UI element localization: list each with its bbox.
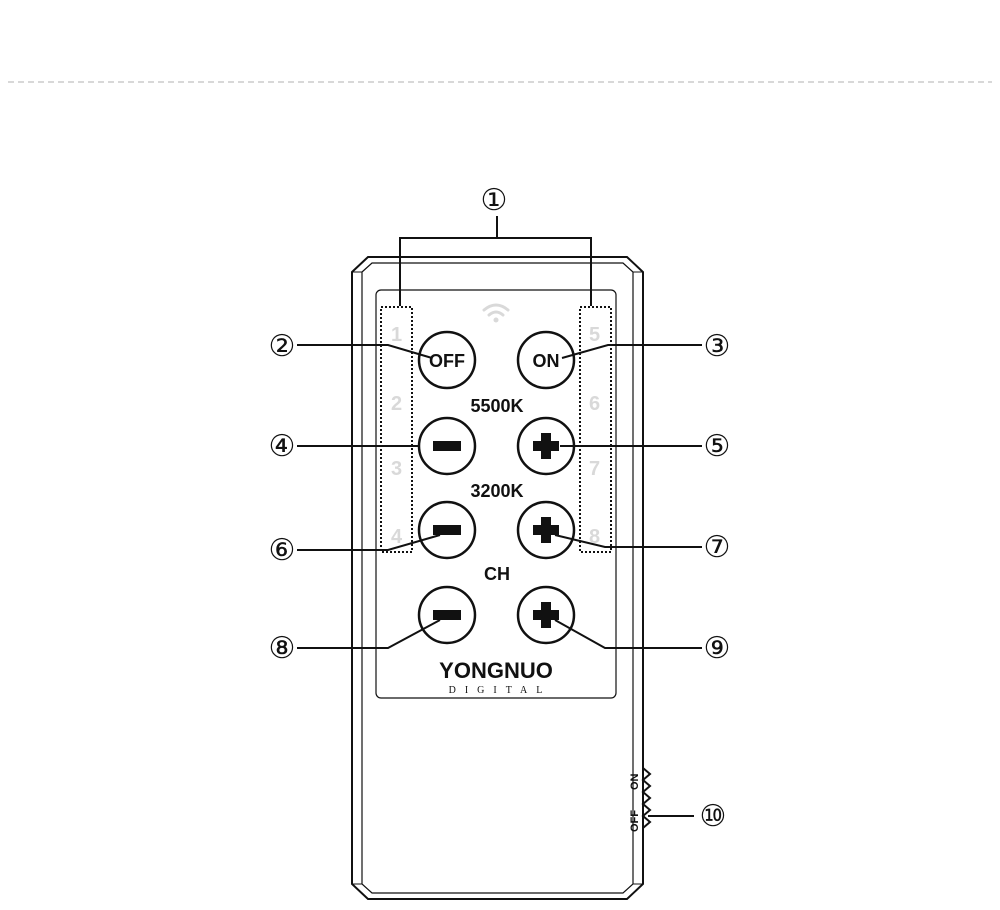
group-number-5: 5 [589,324,600,346]
callout-8: ⑧ [269,619,441,666]
brand-name: YONGNUO [439,658,553,683]
callout-number-5: ⑤ [704,429,731,464]
off-button[interactable]: OFF [417,330,477,390]
group-number-2: 2 [391,393,402,415]
callout-1: ① [399,183,592,306]
callout-number-8: ⑧ [269,631,296,666]
callout-number-3: ③ [704,329,731,364]
on-button[interactable]: ON [516,330,576,390]
plus-icon [533,433,559,459]
on-button-label: ON [533,351,560,371]
plus-icon [533,517,559,543]
callout-2: ② [269,329,433,364]
signal-icon [482,303,510,323]
5500k-minus-button[interactable] [417,416,477,476]
group-number-6: 6 [589,393,600,415]
callout-10: ⑩ [648,799,726,834]
callout-4: ④ [269,429,420,464]
minus-icon [433,525,461,535]
switch-on-label: ON [629,773,641,790]
callout-number-6: ⑥ [269,533,296,568]
callout-3: ③ [561,329,731,364]
minus-icon [433,441,461,451]
brand-subtitle: DIGITAL [449,685,552,696]
callout-number-2: ② [269,329,296,364]
label-3200k: 3200K [470,481,523,501]
brand-logo: YONGNUO DIGITAL [439,658,553,696]
off-button-label: OFF [429,351,465,371]
callout-number-4: ④ [269,429,296,464]
callout-number-9: ⑨ [704,631,731,666]
power-switch[interactable]: ON OFF [629,767,652,832]
callout-6: ⑥ [269,533,441,568]
callout-number-10: ⑩ [700,799,727,834]
label-5500k: 5500K [470,396,523,416]
group-box-right [579,306,612,553]
group-number-3: 3 [391,458,402,480]
3200k-minus-button[interactable] [417,500,477,560]
ch-plus-button[interactable] [516,585,576,645]
group-number-1: 1 [391,324,402,346]
callout-number-7: ⑦ [704,530,731,565]
group-number-7: 7 [589,458,600,480]
plus-icon [533,602,559,628]
group-box-left [380,306,413,553]
callout-5: ⑤ [560,429,730,464]
callout-number-1: ① [481,183,508,218]
switch-off-label: OFF [629,810,641,832]
label-ch: CH [484,564,510,584]
callout-9: ⑨ [554,619,731,666]
callout-7: ⑦ [554,530,731,565]
group-number-4: 4 [391,526,403,548]
3200k-plus-button[interactable] [516,500,576,560]
5500k-plus-button[interactable] [516,416,576,476]
minus-icon [433,610,461,620]
group-number-8: 8 [589,526,600,548]
ch-minus-button[interactable] [417,585,477,645]
